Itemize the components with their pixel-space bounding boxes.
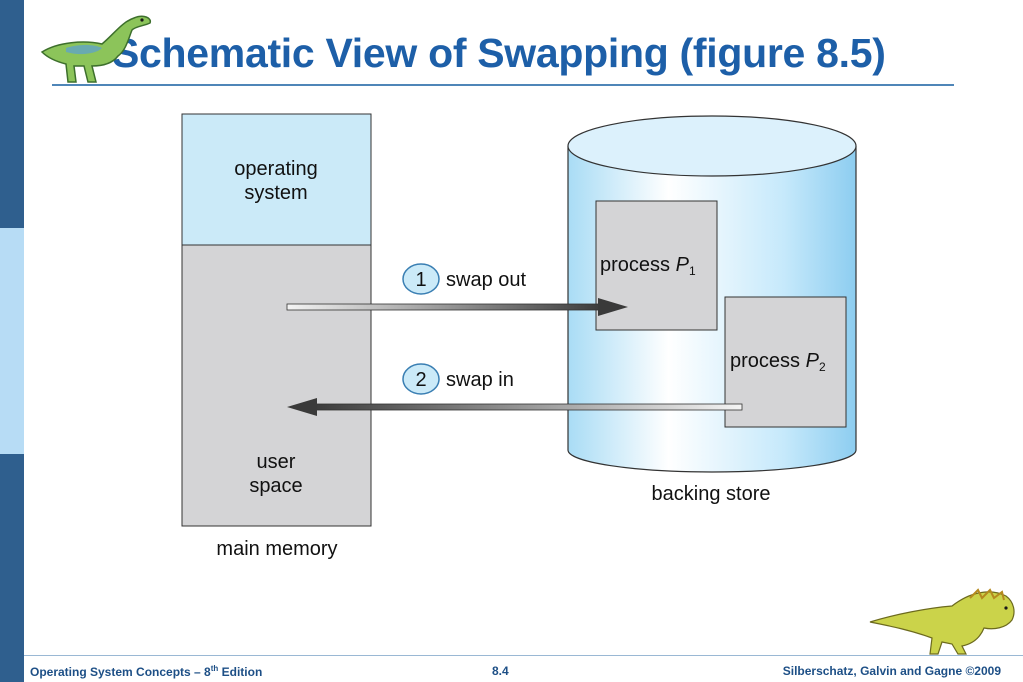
side-bar-bottom <box>0 454 24 682</box>
os-label-line2: system <box>244 182 307 204</box>
step-2-number: 2 <box>415 369 426 391</box>
step-swap-out: 1 swap out <box>286 263 628 316</box>
user-space-region <box>181 244 372 527</box>
side-bar-middle <box>0 228 24 454</box>
backing-store: process P1 process P2 backing store <box>567 115 857 505</box>
swap-out-arrow <box>286 298 628 316</box>
title-underline <box>52 84 954 86</box>
step-1-number: 1 <box>415 269 426 291</box>
dinosaur-logo-icon <box>40 15 152 83</box>
footer-authors: Silberschatz, Galvin and Gagne ©2009 <box>782 664 1001 678</box>
footer-book-title: Operating System Concepts – 8th Edition <box>30 664 263 679</box>
process-p1-label: process P1 <box>600 254 696 278</box>
step-2-label: swap in <box>446 369 514 391</box>
backing-store-caption: backing store <box>652 483 771 505</box>
dinosaur-footer-icon <box>869 588 1015 655</box>
process-p2-box <box>724 296 847 428</box>
step-swap-in: 2 swap in <box>287 363 743 416</box>
step-1-label: swap out <box>446 269 526 291</box>
main-memory-caption: main memory <box>216 538 337 560</box>
user-space-label-line2: space <box>249 475 302 497</box>
user-space-label-line1: user <box>257 451 296 473</box>
cylinder-top <box>567 115 857 177</box>
swap-in-arrow <box>287 398 743 416</box>
step-1-circle <box>402 263 440 295</box>
footer-rule <box>24 655 1023 656</box>
step-2-circle <box>402 363 440 395</box>
main-memory: operating system user space main memory <box>181 113 372 560</box>
process-p2-label: process P2 <box>730 350 826 374</box>
os-label-line1: operating <box>234 158 317 180</box>
side-bar-top <box>0 0 24 228</box>
footer-page-number: 8.4 <box>492 664 509 678</box>
slide-title: Schematic View of Swapping (figure 8.5) <box>112 30 886 76</box>
